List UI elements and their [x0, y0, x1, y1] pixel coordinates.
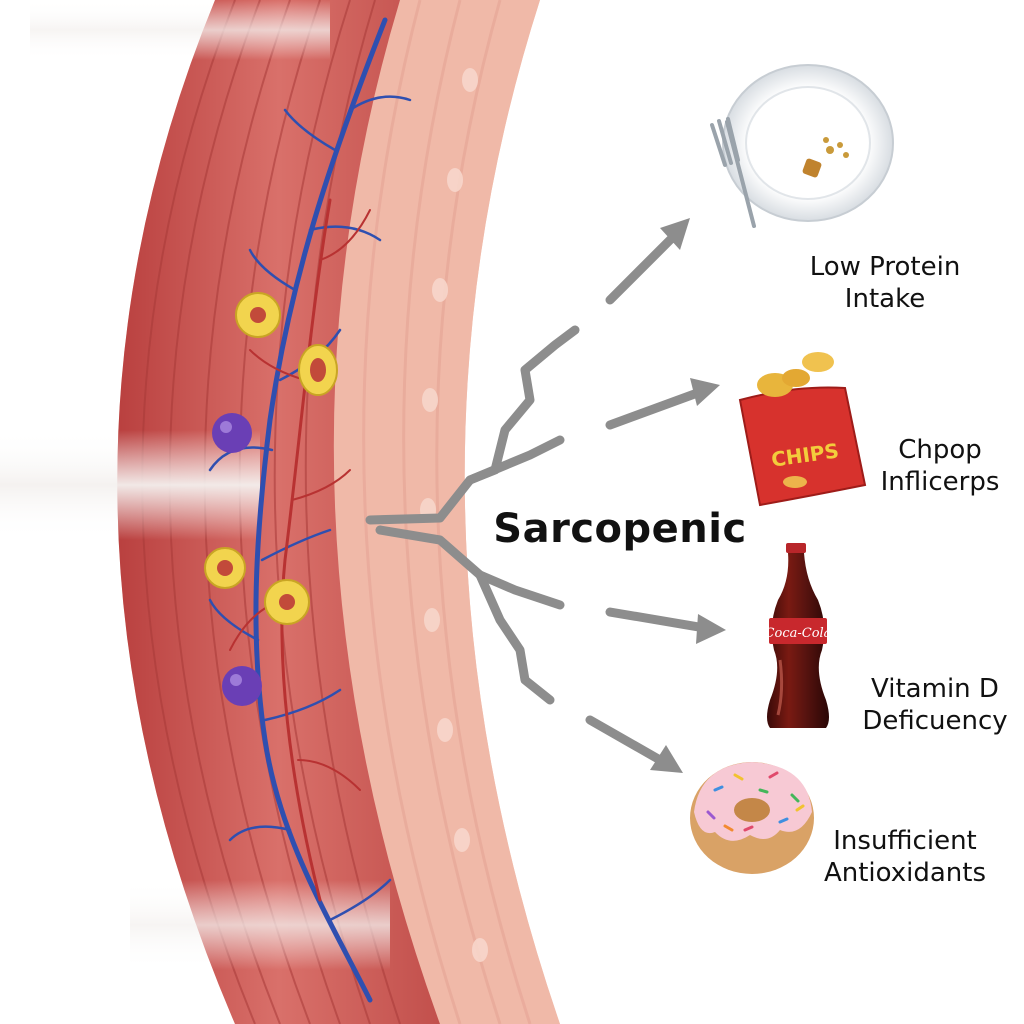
arrows	[365, 218, 726, 773]
fat-cell	[298, 344, 338, 396]
center-title: Sarcopenic	[493, 506, 747, 552]
muscle-tissue	[0, 0, 560, 1024]
fat-cells	[204, 292, 338, 625]
cola-bottle-icon: Coca-Cola	[765, 543, 832, 728]
arrow-shaft	[585, 715, 665, 765]
main-vein	[253, 17, 388, 1003]
artery	[280, 198, 332, 902]
fat-cell	[264, 579, 310, 625]
arrow-shaft	[605, 387, 705, 430]
fiber-white-band	[0, 430, 260, 540]
arrow-shaft	[605, 230, 680, 305]
blood-vessels	[208, 17, 412, 1003]
muscle-fibers	[117, 0, 440, 1024]
factor-label-antioxidants: Insufficient Antioxidants	[823, 826, 987, 888]
factor-label-low-protein: Low Protein Intake	[809, 252, 961, 314]
arrowhead	[660, 218, 690, 250]
chips-bag-icon: CHIPS	[738, 352, 867, 507]
immune-cell	[212, 413, 252, 453]
plate-fork-icon	[710, 64, 894, 228]
immune-cell	[222, 666, 262, 706]
factor-label-chips: Chpop Inflicerps	[880, 435, 1000, 497]
factor-label-vitamin-d: Vitamin D Deficuency	[862, 674, 1008, 736]
arrow-shaft	[365, 325, 580, 525]
arrowhead	[650, 745, 683, 773]
immune-cells	[212, 413, 262, 706]
donut-icon	[690, 762, 814, 874]
bottle-label-text: Coca-Cola	[765, 626, 832, 641]
fat-cell	[235, 292, 281, 338]
arrowhead	[690, 378, 720, 406]
arrow-shaft	[605, 607, 710, 633]
arrowhead	[696, 614, 726, 644]
fat-cell	[204, 547, 246, 589]
